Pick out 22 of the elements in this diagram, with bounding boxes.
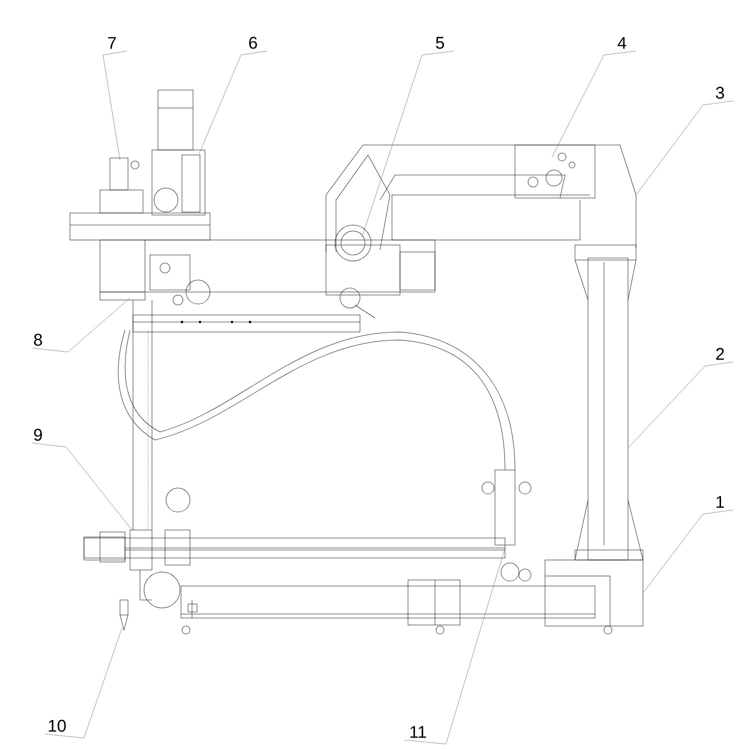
leader-line [44, 628, 122, 738]
callout-number: 6 [249, 36, 257, 49]
leader-line [628, 362, 734, 448]
callout-number: 11 [410, 726, 426, 738]
callout-number: 1 [716, 496, 724, 508]
callout-number: 5 [436, 36, 444, 49]
leader-line [32, 298, 130, 352]
leader-line [32, 442, 132, 530]
leader-line [404, 548, 506, 744]
callout-number: 2 [716, 348, 724, 360]
callout-number: 9 [34, 428, 42, 441]
callout-number: 3 [716, 86, 724, 99]
callout-number: 7 [108, 37, 116, 49]
callout-number: 10 [48, 720, 66, 732]
callout-number: 8 [34, 334, 42, 346]
leader-line [642, 510, 734, 594]
leader-line [102, 50, 128, 160]
leader-line [362, 50, 454, 238]
leader-line [552, 50, 636, 158]
callout-number: 4 [618, 37, 626, 49]
leader-line [198, 50, 268, 154]
leader-line [636, 100, 734, 196]
